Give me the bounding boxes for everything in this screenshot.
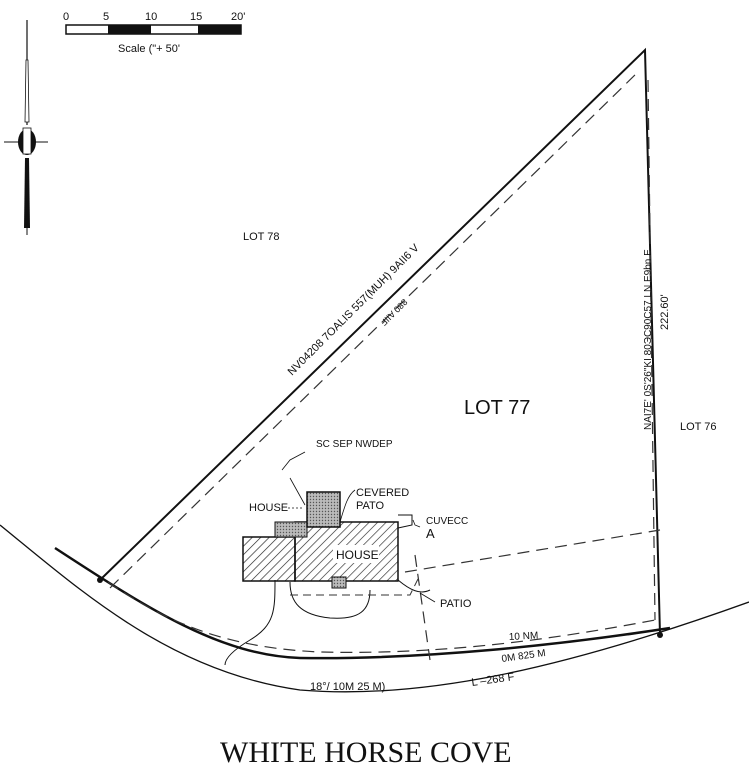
scale-tick-15: 15	[190, 11, 202, 23]
covered-patio-label-2: PATO	[356, 500, 385, 512]
lot-76-label: LOT 76	[680, 421, 717, 433]
lot-78-label: LOT 78	[243, 231, 280, 243]
road-edge-inner	[54, 546, 671, 660]
road-radius-label: 18°/ 10M 25 M)	[310, 681, 385, 693]
covered-patio-label-1: CEVERED	[356, 487, 409, 499]
scale-tick-5: 5	[103, 11, 109, 23]
covered-a-label-2: A	[426, 526, 435, 541]
east-line-label: NAI7E' 0S'26"KI 80ЭC90C57 LN E9bn E	[643, 249, 654, 430]
lot-77-boundary	[99, 47, 661, 636]
patio-label: PATIO	[440, 598, 472, 610]
driveway	[224, 579, 371, 666]
street-name: WHITE HORSE COVE	[220, 736, 512, 768]
covered-a-label-1: CUVECC	[426, 516, 468, 527]
east-length-label: 222.60'	[659, 294, 671, 330]
scale-bar: 0 5 10 15 20' Scale ("+ 50'	[63, 11, 245, 55]
road-curve-label: L –268 F	[471, 671, 516, 689]
callout-top-label: SC SEP NWDEP	[316, 439, 393, 450]
scale-tick-10: 10	[145, 11, 157, 23]
scale-caption: Scale ("+ 50'	[118, 43, 180, 55]
scale-tick-20: 20'	[231, 11, 245, 23]
house-main-label: HOUSE	[336, 548, 379, 562]
lot-77-label: LOT 77	[464, 397, 530, 419]
scale-tick-0: 0	[63, 11, 69, 23]
setback-lines	[107, 71, 661, 661]
northwest-setback-label: 880 AIIF	[378, 297, 409, 328]
road-edge-outer	[0, 524, 749, 693]
front-line-label: 0M 825 M	[501, 648, 547, 665]
house-small-label: HOUSE	[249, 502, 288, 514]
front-setback-label: 10 NM	[509, 630, 539, 643]
north-arrow-icon	[4, 20, 48, 235]
house-footprint	[242, 491, 399, 589]
